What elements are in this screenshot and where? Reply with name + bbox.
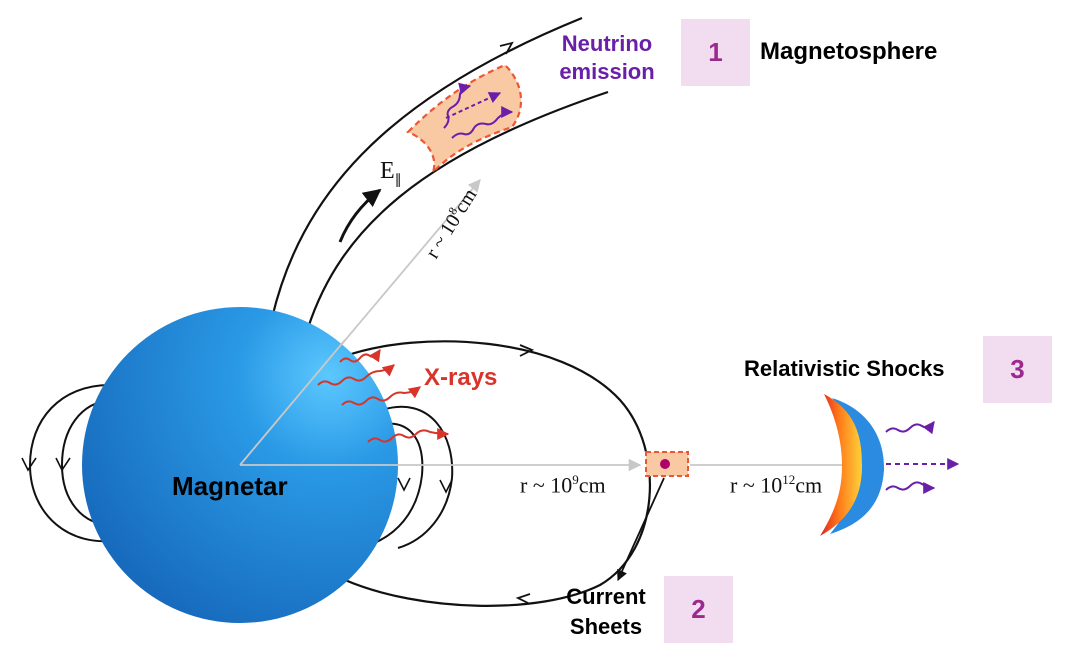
r-shock-label: r ~ 1012cm <box>730 472 822 498</box>
open-field-line-inner <box>306 90 609 329</box>
current-sheet-dot <box>660 459 670 469</box>
neutrino-wave-1 <box>443 82 472 129</box>
loop-chevron-left-1 <box>21 457 37 472</box>
badge-1: 1 <box>681 19 750 86</box>
shock-blue-layer <box>830 398 885 534</box>
closed-loop-small-1 <box>359 422 424 549</box>
e-parallel-arrow <box>338 188 382 243</box>
closed-loop-small-2 <box>381 405 454 549</box>
loop-chevron-bottom <box>515 593 531 605</box>
loop-chevron-right-2 <box>439 479 453 494</box>
loop-chevron-top <box>519 344 535 357</box>
xray-wave-1 <box>339 349 381 363</box>
r-current-text: r ~ 10 <box>520 472 573 498</box>
current-label-line1: Current <box>566 584 646 609</box>
r-shock-text: r ~ 10 <box>730 472 783 498</box>
r-shock-exp: 12 <box>782 472 796 487</box>
xray-wave-3 <box>341 386 421 406</box>
neutrino-label-line2: emission <box>559 59 655 84</box>
loop-chevron-right-1 <box>397 477 411 492</box>
shock-purple-wave-1 <box>885 421 935 435</box>
field-direction-chevron <box>499 41 514 55</box>
magnetosphere-label: Magnetosphere <box>760 38 938 65</box>
closed-loop-large <box>344 340 652 607</box>
e-parallel-label: E∥ <box>380 158 402 189</box>
current-sheets-label: Current Sheets <box>556 582 656 642</box>
closed-loop-left-2 <box>60 399 113 526</box>
neutrino-wave-2 <box>451 106 514 139</box>
shock-red-layer <box>820 394 862 536</box>
closed-loop-left-1 <box>28 384 119 543</box>
magnetar-label: Magnetar <box>172 471 288 501</box>
badge-2: 2 <box>664 576 733 643</box>
neutrino-emission-region <box>406 63 523 173</box>
xray-wave-2 <box>317 364 395 386</box>
xrays-label: X-rays <box>424 364 498 391</box>
neutrino-emission-label: Neutrino emission <box>552 30 662 86</box>
r-shock-unit: cm <box>795 472 823 498</box>
neutrino-label-line1: Neutrino <box>561 31 653 56</box>
current-sheet-pointer <box>617 477 665 581</box>
current-label-line2: Sheets <box>569 614 643 639</box>
r-current-label: r ~ 109cm <box>520 472 606 498</box>
r-current-exp: 9 <box>572 472 579 487</box>
r-current-unit: cm <box>578 472 606 498</box>
xray-wave-4 <box>367 427 450 443</box>
badge-3: 3 <box>983 336 1052 403</box>
radial-line-neutrino-inner <box>239 339 346 466</box>
shock-purple-wave-2 <box>885 481 936 494</box>
loop-chevron-left-2 <box>55 457 71 472</box>
open-field-line-outer <box>270 16 583 319</box>
e-parallel-subscript: ∥ <box>394 172 402 188</box>
e-parallel-text: E <box>380 158 395 184</box>
neutrino-dashed-arrow <box>445 92 502 119</box>
relativistic-shocks-label: Relativistic Shocks <box>744 356 945 381</box>
